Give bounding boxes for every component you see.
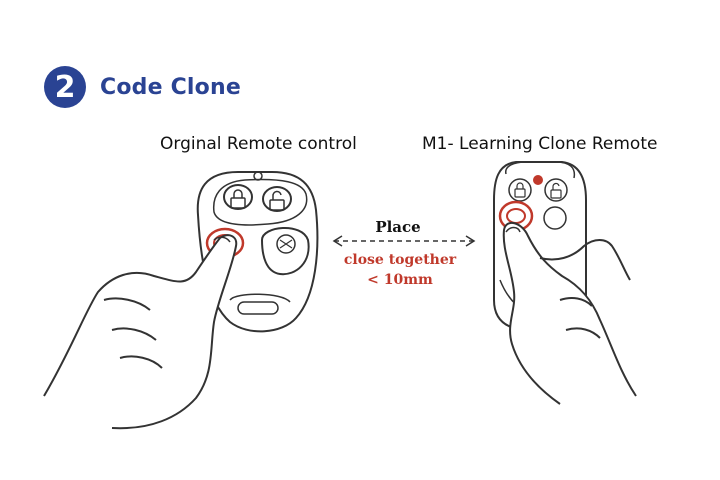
step-number-badge: 2 xyxy=(44,66,86,108)
hand-icon xyxy=(502,221,637,405)
trunk-icon xyxy=(276,234,296,254)
unlock-icon xyxy=(269,190,285,211)
distance-label: < 10mm xyxy=(367,272,433,288)
hand-icon xyxy=(43,234,238,430)
step-title: Code Clone xyxy=(100,74,241,100)
lock-icon xyxy=(230,189,246,209)
lock-button xyxy=(223,184,253,210)
original-remote-label: Orginal Remote control xyxy=(160,134,357,154)
close-together-label: close together xyxy=(343,252,457,268)
step-heading: 2 Code Clone xyxy=(44,66,241,108)
unlock-button xyxy=(262,186,292,212)
clone-remote-label: M1- Learning Clone Remote xyxy=(422,134,658,154)
double-arrow-icon xyxy=(332,235,476,247)
trunk-button xyxy=(260,226,310,276)
place-label: Place xyxy=(375,218,421,236)
